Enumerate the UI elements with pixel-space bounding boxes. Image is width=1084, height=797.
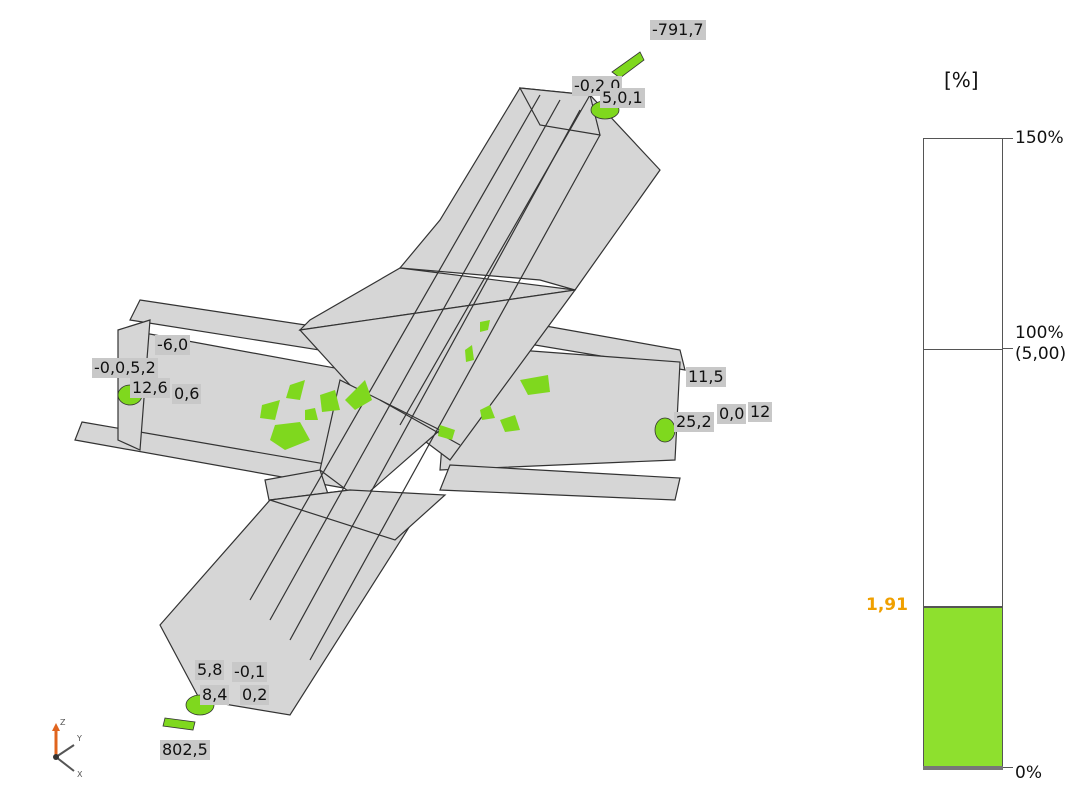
right-moment-arrow bbox=[654, 417, 676, 443]
left-label-a: -6,0 bbox=[155, 335, 191, 355]
column-mid bbox=[298, 289, 577, 461]
legend-max-label: 150% bbox=[1015, 128, 1064, 148]
top-force-arrow bbox=[611, 51, 645, 79]
right-label-b: 25,2 bbox=[674, 412, 714, 432]
top-force-label: -791,7 bbox=[650, 20, 706, 40]
right-label-a: 11,5 bbox=[686, 367, 726, 387]
bottom-label-d: 0,2 bbox=[240, 685, 270, 705]
diagonal-column bbox=[159, 87, 661, 716]
left-label-b: -0,0,5,2 bbox=[92, 358, 158, 378]
axis-y-label: Y bbox=[76, 734, 82, 743]
bottom-label-c: 8,4 bbox=[200, 685, 230, 705]
legend-bar bbox=[923, 138, 1003, 770]
legend-limit-line bbox=[924, 348, 1002, 350]
tick-min bbox=[1003, 767, 1013, 768]
legend-limit-value: (5,00) bbox=[1015, 343, 1067, 364]
right-label-d: 12 bbox=[748, 402, 773, 422]
model-viewport[interactable]: -791,7 -0,2,0 5,0,1 -6,0 -0,0,5,2 12,6 0… bbox=[0, 0, 840, 793]
left-label-c: 12,6 bbox=[130, 378, 170, 398]
bottom-force-arrow bbox=[162, 717, 196, 731]
tick-max bbox=[1003, 138, 1013, 139]
column-upper-flange bbox=[398, 87, 661, 291]
legend-base bbox=[923, 766, 1003, 770]
bottom-label-a: 5,8 bbox=[195, 660, 225, 680]
beam-right-bottom-flange bbox=[439, 464, 681, 501]
axis-triad-icon[interactable]: Z Y X bbox=[44, 717, 90, 779]
right-label-c: 0,0 bbox=[717, 404, 747, 424]
connection-model[interactable] bbox=[0, 0, 840, 793]
bottom-force-label: 802,5 bbox=[160, 740, 210, 760]
tick-limit bbox=[1003, 347, 1013, 349]
axis-z-label: Z bbox=[60, 718, 66, 727]
axis-x-label: X bbox=[77, 770, 83, 779]
column-lower-gusset bbox=[269, 489, 447, 541]
legend-min-label: 0% bbox=[1015, 763, 1042, 783]
legend-current-value: 1,91 bbox=[866, 595, 908, 616]
legend-limit-label: 100% bbox=[1015, 322, 1064, 343]
load-arrows bbox=[117, 51, 676, 731]
bottom-label-b: -0,1 bbox=[232, 662, 268, 682]
top-moment-label-b: 5,0,1 bbox=[600, 88, 645, 108]
left-label-d: 0,6 bbox=[172, 384, 202, 404]
legend-fill bbox=[924, 606, 1002, 767]
legend-unit: [%] bbox=[944, 68, 979, 92]
plastic-strain-zones bbox=[260, 320, 550, 450]
